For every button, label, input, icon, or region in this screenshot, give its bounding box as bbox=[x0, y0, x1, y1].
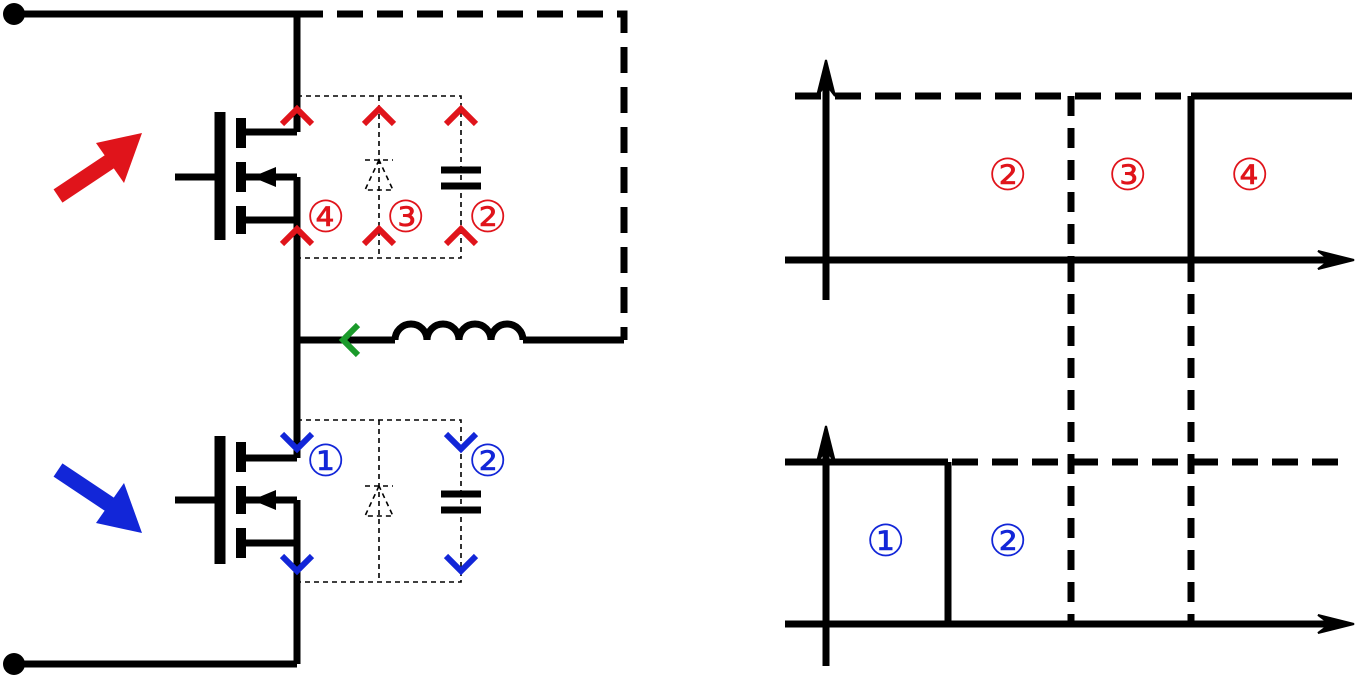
low-side-parasitic-network bbox=[297, 419, 462, 583]
upper-interval-label-2: ② bbox=[988, 150, 1027, 201]
upper-interval-label-3: ③ bbox=[1108, 150, 1147, 201]
upper-y-arrow bbox=[816, 59, 836, 97]
lower-interval-label-2: ② bbox=[988, 516, 1027, 567]
lower-interval-label-1: ① bbox=[866, 516, 905, 567]
circuit bbox=[3, 3, 628, 675]
high-side-label-3: ③ bbox=[386, 192, 425, 243]
low-side-label-2: ② bbox=[468, 436, 507, 487]
low-side-label-1: ① bbox=[306, 436, 345, 487]
low-side-gate-arrow bbox=[53, 463, 142, 533]
high-side-gate-arrow bbox=[53, 133, 142, 203]
timing-diagram bbox=[785, 59, 1355, 666]
high-side-label-2: ② bbox=[468, 192, 507, 243]
inductor bbox=[391, 320, 527, 341]
dashed-return-path bbox=[297, 10, 628, 340]
high-side-label-4: ④ bbox=[306, 192, 345, 243]
inductor-current-chevron bbox=[338, 322, 361, 358]
low-side-current-chevrons bbox=[279, 431, 479, 576]
upper-x-arrow bbox=[1317, 250, 1355, 270]
lower-y-arrow bbox=[816, 425, 836, 463]
lower-x-arrow bbox=[1317, 614, 1355, 634]
upper-interval-label-4: ④ bbox=[1230, 150, 1269, 201]
high-side-current-chevrons bbox=[279, 104, 479, 247]
high-side-output-capacitor bbox=[441, 166, 481, 190]
low-side-mosfet bbox=[175, 436, 301, 564]
low-side-output-capacitor bbox=[441, 490, 481, 514]
high-side-mosfet bbox=[175, 112, 301, 240]
